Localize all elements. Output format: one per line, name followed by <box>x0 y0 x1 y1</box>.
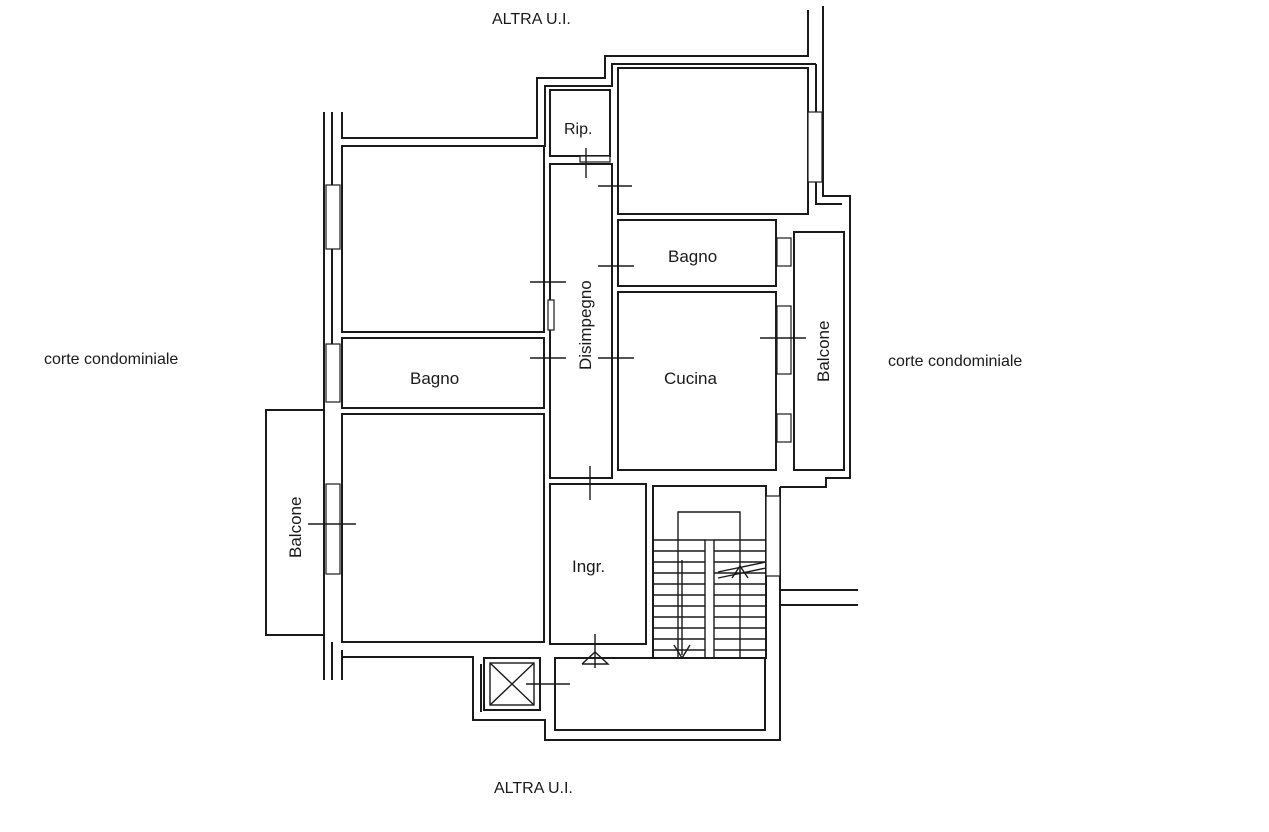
room-bedroom-top-left <box>341 145 545 333</box>
room-balcony-left <box>265 409 325 636</box>
label-courtyard-right: corte condominiale <box>888 353 1022 370</box>
room-kitchen <box>617 291 777 471</box>
label-storage: Rip. <box>564 121 592 138</box>
room-bedroom-top-right <box>617 67 809 215</box>
label-corridor: Disimpegno <box>576 280 595 370</box>
room-landing <box>554 657 766 731</box>
label-bathroom-right: Bagno <box>668 247 717 266</box>
windows <box>325 111 823 577</box>
label-top-neighbor: ALTRA U.I. <box>492 11 571 28</box>
room-balcony-right <box>793 231 845 471</box>
staircase <box>652 485 767 660</box>
outer-walls <box>265 6 858 741</box>
label-kitchen: Cucina <box>664 369 717 388</box>
label-balcony-right: Balcone <box>814 321 833 382</box>
label-courtyard-left: corte condominiale <box>44 351 178 368</box>
labels: ALTRA U.I. ALTRA U.I. corte condominiale… <box>44 11 1022 797</box>
room-entrance <box>549 483 647 645</box>
room-bedroom-bottom-left <box>341 413 545 643</box>
rooms <box>265 67 845 731</box>
door-marks <box>308 148 806 685</box>
label-bathroom-left: Bagno <box>410 369 459 388</box>
label-entrance: Ingr. <box>572 557 605 576</box>
label-bottom-neighbor: ALTRA U.I. <box>494 780 573 797</box>
label-balcony-left: Balcone <box>286 497 305 558</box>
room-bathroom-right <box>617 219 777 287</box>
room-bathroom-left <box>341 337 545 409</box>
